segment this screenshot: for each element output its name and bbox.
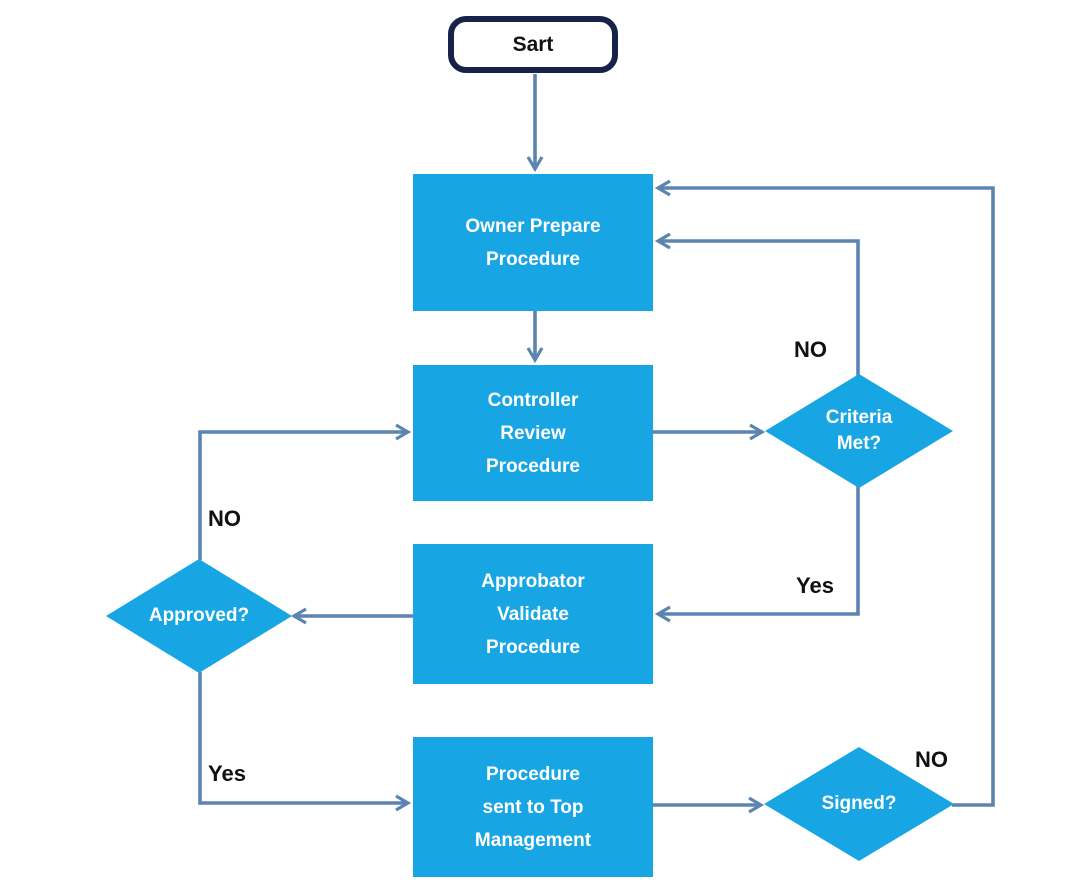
approbator-box-line: Approbator xyxy=(481,570,585,592)
edge-label-criteria-no: NO xyxy=(794,337,827,362)
owner-box-line: Procedure xyxy=(486,248,580,270)
edge-label-criteria-yes: Yes xyxy=(796,573,834,598)
edge-label-approved-yes: Yes xyxy=(208,761,246,786)
approbator-box-line: Validate xyxy=(497,603,569,625)
edge-label-signed-no: NO xyxy=(915,747,948,772)
connector-signed-no-to-owner xyxy=(654,179,995,807)
owner-box-line: Owner Prepare xyxy=(465,215,601,237)
management-box-line: Management xyxy=(474,829,592,851)
connector-criteria-no-to-owner xyxy=(654,232,860,376)
owner-prepare-procedure-box: Owner Prepare Procedure xyxy=(413,174,653,311)
management-box-line: sent to Top xyxy=(482,796,584,818)
procedure-sent-to-top-management-box: Procedure sent to Top Management xyxy=(413,737,653,877)
connector-approved-no-to-controller xyxy=(198,423,412,560)
controller-box-line: Controller xyxy=(487,389,579,411)
criteria-diamond-line: Met? xyxy=(836,433,882,454)
controller-box-line: Review xyxy=(500,422,566,444)
controller-box-line: Procedure xyxy=(486,455,580,477)
connector-criteria-yes-to-approbator xyxy=(654,486,860,623)
start-node: Sart xyxy=(448,16,618,73)
management-box-line: Procedure xyxy=(486,763,580,785)
approbator-box-line: Procedure xyxy=(486,636,580,658)
edge-label-approved-no: NO xyxy=(208,506,241,531)
approbator-validate-procedure-box: Approbator Validate Procedure xyxy=(413,544,653,684)
connector-approved-yes-to-management xyxy=(198,672,412,812)
controller-review-procedure-box: Controller Review Procedure xyxy=(413,365,653,501)
approved-diamond-label: Approved? xyxy=(148,605,250,626)
criteria-diamond-line: Criteria xyxy=(825,407,893,428)
start-node-label: Sart xyxy=(512,32,554,56)
signed-diamond-label: Signed? xyxy=(821,793,897,814)
